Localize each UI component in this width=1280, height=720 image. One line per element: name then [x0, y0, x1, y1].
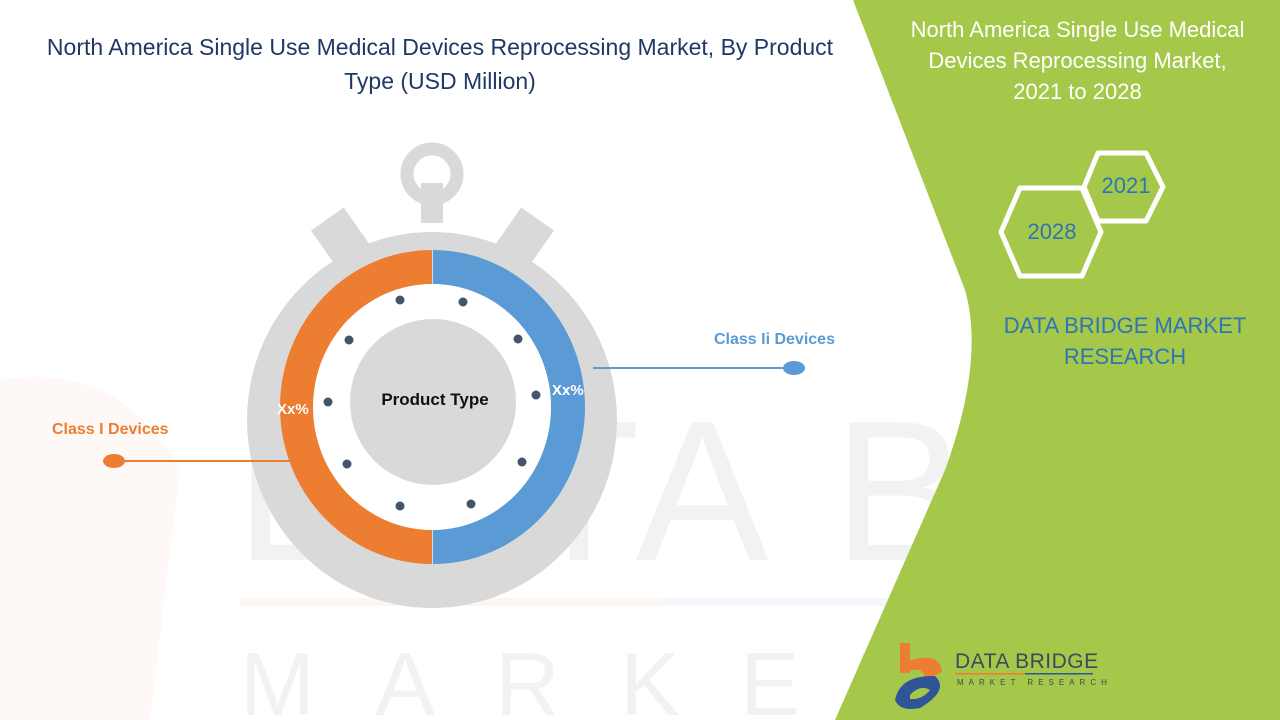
- label-class-ii-devices: Class Ii Devices: [714, 331, 835, 348]
- center-label: Product Type: [381, 390, 489, 409]
- value-class-i: Xx%: [277, 401, 309, 418]
- side-panel: [835, 0, 1280, 720]
- logo-tagline: MARKET RESEARCH: [957, 678, 1112, 687]
- side-panel-title: North America Single Use Medical Devices…: [880, 14, 1275, 107]
- chart-title: North America Single Use Medical Devices…: [20, 30, 860, 98]
- dial-dots: [323, 295, 541, 511]
- logo-icon: [895, 643, 942, 709]
- value-class-ii: Xx%: [552, 382, 584, 399]
- hex-2028-shape: [998, 185, 1104, 279]
- segment-class-i: [280, 250, 432, 564]
- leader-class-ii: [593, 361, 805, 375]
- year-2028: 2028: [1027, 219, 1077, 244]
- brand-line-1: DATA BRIDGE MARKET: [1003, 313, 1247, 338]
- segment-class-ii: [433, 250, 585, 564]
- side-title-line-3: 2021 to 2028: [1013, 79, 1142, 104]
- brand-name: DATA BRIDGE MARKET RESEARCH: [975, 310, 1275, 372]
- side-title-line-1: North America Single Use Medical: [910, 17, 1245, 42]
- stopwatch: [247, 142, 617, 608]
- title-line-2: Type (USD Million): [344, 68, 536, 94]
- logo-name: DATA BRIDGE: [955, 650, 1099, 673]
- year-2021: 2021: [1101, 173, 1151, 198]
- label-class-i-devices: Class I Devices: [52, 421, 169, 438]
- brand-line-2: RESEARCH: [1063, 344, 1187, 369]
- leader-class-i: [103, 454, 290, 468]
- title-line-1: North America Single Use Medical Devices…: [46, 34, 834, 60]
- side-title-line-2: Devices Reprocessing Market,: [928, 48, 1227, 73]
